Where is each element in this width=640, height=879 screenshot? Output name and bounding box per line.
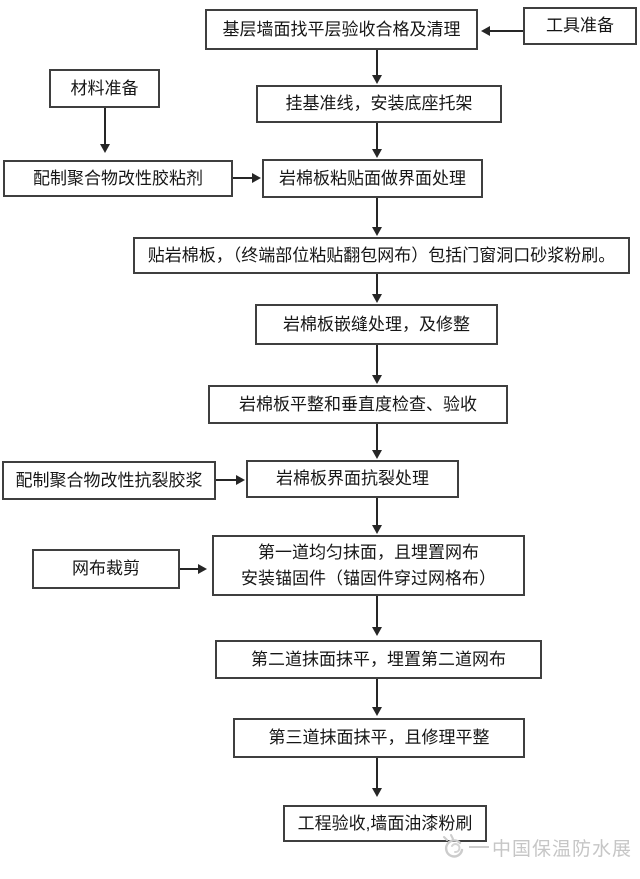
step-second-coat: 第二道抹面抹平，埋置第二道网布: [215, 640, 542, 679]
arrow-caulk-to-check: [372, 345, 382, 384]
box-material-preparation: 材料准备: [49, 69, 160, 108]
step-anticrack-treatment: 岩棉板界面抗裂处理: [246, 460, 459, 498]
step-paste-rockwool-board: 贴岩棉板，（终端部位粘贴翻包网布）包括门窗洞口砂浆粉刷。: [133, 237, 630, 274]
watermark: 中国保温防水展: [438, 833, 632, 861]
step-flatness-check: 岩棉板平整和垂直度检查、验收: [208, 385, 508, 424]
box-mix-adhesive: 配制聚合物改性胶粘剂: [3, 160, 233, 197]
watermark-text: 中国保温防水展: [492, 838, 633, 860]
swirl-logo-icon: [438, 833, 468, 861]
box-tool-preparation: 工具准备: [523, 7, 637, 45]
arrow-firstcoat-to-secondcoat: [372, 596, 382, 636]
step-base-wall-inspection: 基层墙面找平层验收合格及清理: [205, 9, 478, 50]
arrow-meshcut-to-firstcoat: [180, 564, 207, 574]
arrow-thirdcoat-to-acceptance: [372, 758, 382, 797]
watermark-dash: [469, 846, 489, 848]
arrow-tool-to-inspection: [481, 26, 523, 36]
arrow-interface-to-paste: [372, 198, 382, 236]
step-third-coat: 第三道抹面抹平，且修理平整: [233, 718, 525, 758]
arrow-paste-to-caulk: [372, 274, 382, 303]
box-mix-anticrack-mortar: 配制聚合物改性抗裂胶浆: [2, 461, 216, 500]
step-hang-datum-line: 挂基准线，安装底座托架: [256, 85, 502, 123]
step-first-coat: 第一道均匀抹面，且埋置网布 安装锚固件（锚固件穿过网格布）: [212, 535, 525, 596]
arrow-anticrack-to-firstcoat: [372, 498, 382, 534]
arrow-inspection-to-hangline: [372, 50, 382, 84]
box-mesh-cutting: 网布裁剪: [32, 549, 180, 589]
arrow-check-to-anticrack: [372, 424, 382, 459]
arrow-adhesive-to-interface: [233, 173, 261, 183]
step-final-acceptance: 工程验收,墙面油漆粉刷: [283, 805, 487, 842]
arrow-hangline-to-interface: [372, 123, 382, 158]
step-caulk-and-trim: 岩棉板嵌缝处理，及修整: [255, 304, 498, 345]
arrow-material-to-adhesive: [100, 108, 110, 153]
arrow-mortar-to-anticrack: [216, 475, 245, 485]
arrow-secondcoat-to-thirdcoat: [372, 679, 382, 716]
step-interface-treatment: 岩棉板粘贴面做界面处理: [262, 159, 483, 198]
